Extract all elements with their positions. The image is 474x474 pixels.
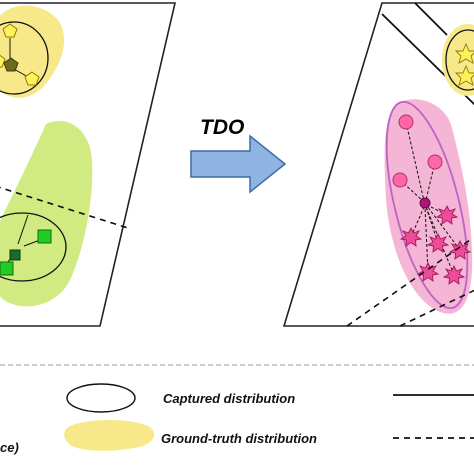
legend-ground-truth-swatch (64, 420, 155, 451)
star-icon (448, 239, 472, 260)
legend-ground-truth-label: Ground-truth distribution (161, 431, 317, 446)
green-captured-ellipse (0, 212, 67, 282)
yellow-cluster (0, 5, 65, 98)
circle-icon (419, 197, 431, 209)
star-icon (399, 226, 423, 247)
tdo-label: TDO (200, 116, 244, 139)
yellow-captured-ellipse (0, 21, 49, 95)
star-icon (426, 232, 450, 253)
right-yellow-captured-ellipse (445, 29, 474, 91)
circle-icon (427, 154, 443, 170)
square-icon (37, 229, 52, 244)
left-decision-boundary (0, 186, 129, 229)
star-icon (442, 264, 466, 285)
pentagon-icon (24, 71, 40, 86)
star-icon (435, 204, 459, 225)
square-icon (0, 261, 14, 276)
pentagon-icon (0, 54, 6, 68)
legend-captured-swatch (66, 383, 136, 413)
pentagon-icon (3, 57, 19, 72)
right-panel-outline (282, 2, 474, 327)
pink-cluster (384, 99, 473, 314)
legend: Captured distribution Ground-truth distr… (0, 364, 474, 455)
right-dashed-boundary (399, 289, 474, 327)
right-panel (282, 2, 474, 327)
green-edge (23, 239, 41, 247)
right-solid-boundary (414, 2, 448, 36)
pink-edge (405, 121, 425, 202)
tdo-arrow: TDO (190, 116, 287, 194)
right-arrow-icon (190, 134, 287, 194)
pink-edge (426, 204, 448, 216)
pink-edge (424, 206, 429, 273)
right-yellow-cluster (442, 24, 474, 96)
right-dashed-boundary (346, 239, 471, 327)
legend-left-fragment: ce) (0, 440, 19, 455)
star-icon (416, 261, 440, 282)
green-cluster (0, 120, 93, 307)
green-ground-truth-blob (0, 120, 93, 307)
pentagon-icon (2, 23, 18, 38)
left-panel (0, 2, 177, 327)
circle-icon (398, 114, 414, 130)
pink-captured-ellipse (385, 100, 469, 310)
left-panel-outline (0, 2, 177, 327)
pink-edge (426, 205, 461, 251)
legend-captured-label: Captured distribution (163, 391, 295, 406)
green-edge (17, 214, 29, 245)
circle-icon (392, 172, 408, 188)
square-icon (9, 249, 21, 261)
